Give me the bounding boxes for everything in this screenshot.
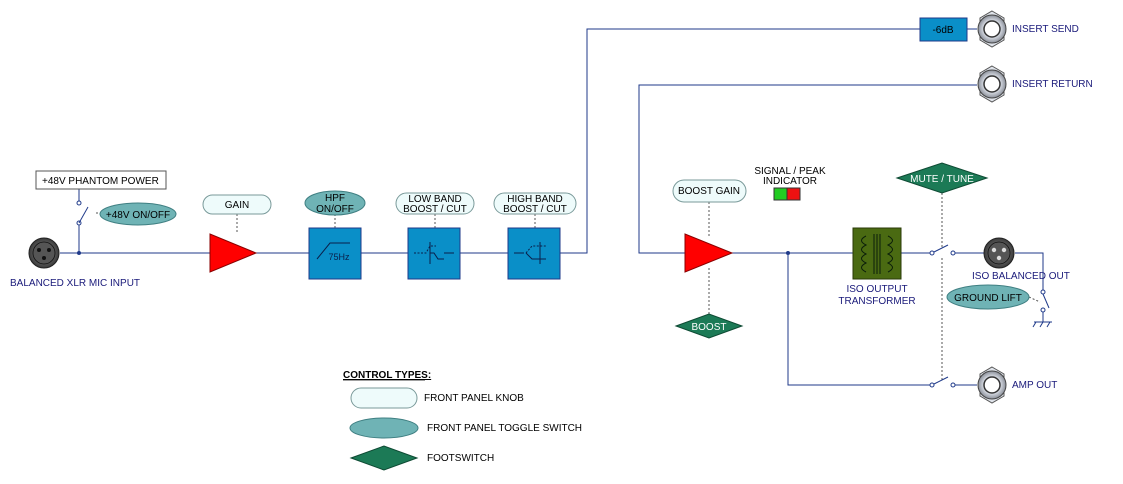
low-band-label-line2: BOOST / CUT xyxy=(403,204,467,215)
pad-module xyxy=(919,17,968,42)
high-band-label-line1: HIGH BAND xyxy=(507,194,563,205)
transformer-icon xyxy=(861,234,893,274)
amp-out-label: AMP OUT xyxy=(1012,380,1057,391)
hpf-label-line1: HPF xyxy=(325,193,345,204)
legend-knob-swatch xyxy=(350,387,418,409)
boost-gain-label: BOOST GAIN xyxy=(678,186,740,197)
gain-amplifier-triangle-icon xyxy=(209,233,258,273)
insert-send-label: INSERT SEND xyxy=(1012,24,1079,35)
control-links xyxy=(96,193,1041,380)
legend-toggle-swatch xyxy=(349,417,419,439)
insert-return-label: INSERT RETURN xyxy=(1012,79,1093,90)
iso-transformer-label-line1: ISO OUTPUT xyxy=(846,284,907,295)
phantom-toggle-label: +48V ON/OFF xyxy=(106,210,170,221)
low-band-label-line1: LOW BAND xyxy=(408,194,461,205)
insert-send-jack xyxy=(977,10,1007,48)
low-shelf-curve-icon xyxy=(414,242,454,264)
insert-return-jack xyxy=(977,65,1007,103)
xlr-mic-input xyxy=(28,237,60,269)
legend: CONTROL TYPES: FRONT PANEL KNOB FRONT PA… xyxy=(343,370,582,471)
pad-label: -6dB xyxy=(932,25,953,36)
hpf-freq-label: 75Hz xyxy=(328,252,350,262)
boost-amplifier-triangle-icon xyxy=(684,233,734,273)
mic-input-label: BALANCED XLR MIC INPUT xyxy=(10,278,140,289)
junction-dot xyxy=(786,251,790,255)
phantom-toggle-switch[interactable] xyxy=(99,202,177,226)
ground-lift-label: GROUND LIFT xyxy=(954,293,1022,304)
legend-item-footswitch: FOOTSWITCH xyxy=(427,453,494,464)
hpf-curve-icon xyxy=(316,242,350,260)
high-shelf-curve-icon xyxy=(514,242,546,264)
legend-item-toggle: FRONT PANEL TOGGLE SWITCH xyxy=(427,423,582,434)
phantom-power-box xyxy=(35,170,167,190)
phantom-switch-icon xyxy=(76,200,89,226)
iso-balanced-out-xlr xyxy=(983,237,1015,269)
ground-lift-toggle-switch[interactable] xyxy=(946,284,1030,310)
peak-led-icon xyxy=(786,187,801,201)
ground-icon xyxy=(1032,321,1052,328)
junction-dot xyxy=(77,251,81,255)
mute-switch-icon xyxy=(929,244,956,256)
iso-balanced-out-label: ISO BALANCED OUT xyxy=(972,271,1070,282)
amp-out-jack xyxy=(977,366,1007,404)
signal-wires xyxy=(60,28,1044,386)
high-band-label-line2: BOOST / CUT xyxy=(503,204,567,215)
legend-title: CONTROL TYPES: xyxy=(343,370,431,381)
signal-peak-label-line2: INDICATOR xyxy=(763,176,817,187)
gain-label: GAIN xyxy=(225,200,249,211)
mute-tune-footswitch[interactable] xyxy=(895,162,989,194)
phantom-power-label: +48V PHANTOM POWER xyxy=(42,176,159,187)
boost-gain-knob[interactable] xyxy=(672,179,747,203)
mute-tune-label: MUTE / TUNE xyxy=(910,174,974,185)
high-band-knob[interactable] xyxy=(493,192,577,215)
boost-footswitch[interactable] xyxy=(674,313,744,339)
legend-item-knob: FRONT PANEL KNOB xyxy=(424,393,524,404)
boost-label: BOOST xyxy=(691,322,726,333)
hpf-module xyxy=(308,227,362,280)
hpf-toggle-switch[interactable] xyxy=(304,190,366,216)
ground-lift-switch-icon xyxy=(1040,289,1050,313)
low-band-knob[interactable] xyxy=(395,192,475,215)
signal-led-icon xyxy=(773,187,788,201)
signal-peak-label-line1: SIGNAL / PEAK xyxy=(754,166,826,177)
iso-transformer-label-line2: TRANSFORMER xyxy=(838,296,915,307)
gain-knob[interactable] xyxy=(202,194,272,215)
legend-footswitch-swatch xyxy=(349,445,419,471)
amp-out-switch-icon xyxy=(929,376,956,388)
hpf-label-line2: ON/OFF xyxy=(316,204,354,215)
